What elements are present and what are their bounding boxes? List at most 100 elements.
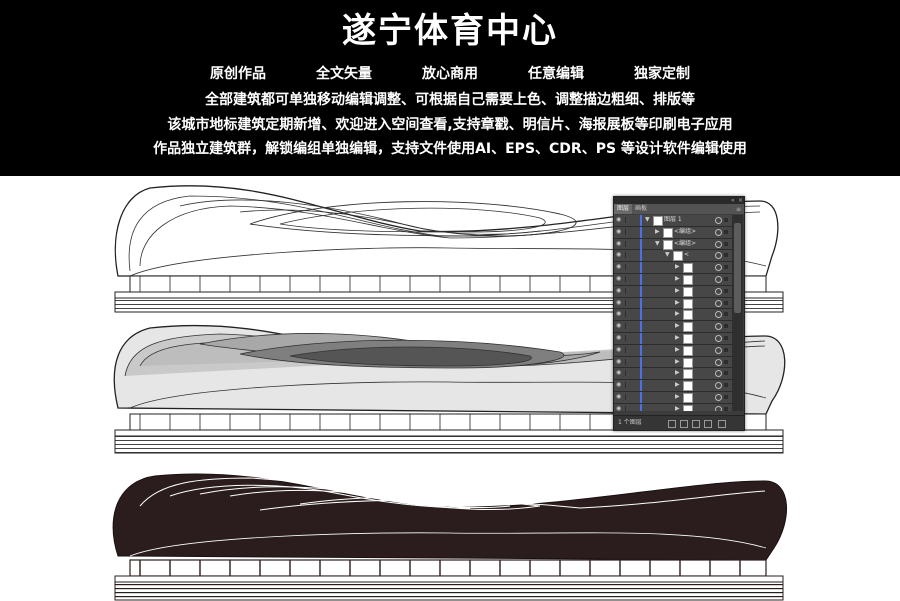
disclosure-right-icon[interactable]: ▶ — [675, 322, 680, 330]
visibility-eye-icon[interactable]: ◉ — [616, 286, 622, 294]
layer-row[interactable]: ◉▶ — [614, 273, 732, 286]
layer-row[interactable]: ◉▼< — [614, 250, 732, 263]
disclosure-right-icon[interactable]: ▶ — [675, 369, 680, 377]
panel-menu-icon[interactable]: ≡ — [735, 205, 741, 213]
visibility-eye-icon[interactable]: ◉ — [616, 263, 622, 271]
disclosure-right-icon[interactable]: ▶ — [675, 263, 680, 271]
layer-row[interactable]: ◉▶ — [614, 321, 732, 333]
layer-row[interactable]: ◉▶ — [614, 262, 732, 274]
selection-indicator[interactable] — [724, 359, 728, 364]
selection-indicator[interactable] — [724, 371, 728, 376]
target-circle-icon[interactable] — [715, 334, 722, 342]
selection-indicator[interactable] — [724, 406, 728, 411]
selection-indicator[interactable] — [724, 241, 728, 246]
layer-row[interactable]: ◉▶ — [614, 368, 732, 381]
lock-toggle[interactable] — [625, 299, 632, 306]
lock-toggle[interactable] — [625, 358, 632, 365]
selection-indicator[interactable] — [724, 265, 728, 270]
layer-row[interactable]: ◉▶ — [614, 391, 732, 404]
target-circle-icon[interactable] — [715, 228, 722, 236]
visibility-eye-icon[interactable]: ◉ — [616, 345, 622, 353]
target-circle-icon[interactable] — [715, 311, 722, 319]
disclosure-right-icon[interactable]: ▶ — [675, 274, 680, 282]
selection-indicator[interactable] — [724, 276, 728, 281]
selection-indicator[interactable] — [724, 229, 728, 234]
visibility-eye-icon[interactable]: ◉ — [616, 392, 622, 400]
layer-row[interactable]: ◉▶ — [614, 356, 732, 369]
target-circle-icon[interactable] — [715, 275, 722, 283]
layer-row[interactable]: ◉▶ — [614, 309, 732, 322]
disclosure-right-icon[interactable]: ▶ — [675, 310, 680, 318]
selection-indicator[interactable] — [724, 300, 728, 305]
target-circle-icon[interactable] — [715, 264, 722, 272]
lock-toggle[interactable] — [625, 240, 632, 247]
disclosure-down-icon[interactable]: ▼ — [655, 239, 660, 247]
visibility-eye-icon[interactable]: ◉ — [616, 322, 622, 330]
visibility-eye-icon[interactable]: ◉ — [616, 227, 622, 235]
lock-toggle[interactable] — [625, 323, 632, 330]
lock-toggle[interactable] — [625, 275, 632, 282]
lock-toggle[interactable] — [625, 334, 632, 341]
visibility-eye-icon[interactable]: ◉ — [616, 216, 622, 223]
new-sublayer-icon[interactable] — [692, 420, 700, 428]
disclosure-right-icon[interactable]: ▶ — [675, 298, 680, 306]
selection-indicator[interactable] — [724, 335, 728, 340]
lock-toggle[interactable] — [625, 311, 632, 318]
target-circle-icon[interactable] — [715, 252, 722, 260]
locate-object-icon[interactable] — [668, 420, 676, 428]
panel-scrollbar[interactable] — [732, 215, 743, 411]
target-circle-icon[interactable] — [715, 382, 722, 390]
layer-row[interactable]: ◉▶ — [614, 297, 732, 310]
lock-toggle[interactable] — [625, 287, 632, 294]
disclosure-right-icon[interactable]: ▶ — [675, 345, 680, 353]
target-circle-icon[interactable] — [715, 346, 722, 354]
target-circle-icon[interactable] — [715, 217, 722, 224]
disclosure-right-icon[interactable]: ▶ — [675, 357, 680, 365]
visibility-eye-icon[interactable]: ◉ — [616, 274, 622, 282]
tab-layers[interactable]: 图层 — [614, 204, 633, 214]
disclosure-right-icon[interactable]: ▶ — [675, 381, 680, 389]
visibility-eye-icon[interactable]: ◉ — [616, 251, 622, 259]
panel-titlebar[interactable]: « × — [614, 197, 744, 204]
target-circle-icon[interactable] — [715, 240, 722, 248]
disclosure-right-icon[interactable]: ▶ — [675, 333, 680, 341]
lock-toggle[interactable] — [625, 252, 632, 259]
disclosure-right-icon[interactable]: ▶ — [675, 286, 680, 294]
clipping-mask-icon[interactable] — [680, 420, 688, 428]
layer-row[interactable]: ◉▶<编组> — [614, 226, 732, 239]
selection-indicator[interactable] — [724, 288, 728, 293]
disclosure-down-icon[interactable]: ▼ — [645, 216, 650, 223]
visibility-eye-icon[interactable]: ◉ — [616, 239, 622, 247]
lock-toggle[interactable] — [625, 228, 632, 235]
layer-row[interactable]: ◉▶ — [614, 344, 732, 357]
tab-artboards[interactable]: 画板 — [635, 205, 648, 212]
target-circle-icon[interactable] — [715, 358, 722, 366]
collapse-icon[interactable]: « — [731, 197, 735, 204]
layer-row[interactable]: ◉▼图层 1 — [614, 215, 732, 227]
new-layer-icon[interactable] — [704, 420, 712, 428]
visibility-eye-icon[interactable]: ◉ — [616, 381, 622, 389]
selection-indicator[interactable] — [724, 218, 728, 222]
lock-toggle[interactable] — [625, 405, 632, 411]
visibility-eye-icon[interactable]: ◉ — [616, 298, 622, 306]
lock-toggle[interactable] — [625, 217, 632, 223]
selection-indicator[interactable] — [724, 312, 728, 317]
selection-indicator[interactable] — [724, 347, 728, 352]
layer-row[interactable]: ◉▶ — [614, 285, 732, 298]
visibility-eye-icon[interactable]: ◉ — [616, 404, 622, 411]
delete-layer-icon[interactable] — [718, 420, 726, 428]
selection-indicator[interactable] — [724, 383, 728, 388]
selection-indicator[interactable] — [724, 253, 728, 258]
disclosure-right-icon[interactable]: ▶ — [655, 227, 660, 235]
target-circle-icon[interactable] — [715, 299, 722, 307]
visibility-eye-icon[interactable]: ◉ — [616, 310, 622, 318]
target-circle-icon[interactable] — [715, 393, 722, 401]
target-circle-icon[interactable] — [715, 405, 722, 411]
close-icon[interactable]: × — [738, 197, 744, 204]
selection-indicator[interactable] — [724, 324, 728, 329]
target-circle-icon[interactable] — [715, 287, 722, 295]
layer-row[interactable]: ◉▶ — [614, 332, 732, 345]
layers-panel[interactable]: « × 图层 画板 ≡ ◉▼图层 1◉▶<编组>◉▼<编组>◉▼<◉▶◉▶◉▶◉… — [613, 196, 745, 431]
layer-row[interactable]: ◉▶ — [614, 403, 732, 411]
lock-toggle[interactable] — [625, 370, 632, 377]
